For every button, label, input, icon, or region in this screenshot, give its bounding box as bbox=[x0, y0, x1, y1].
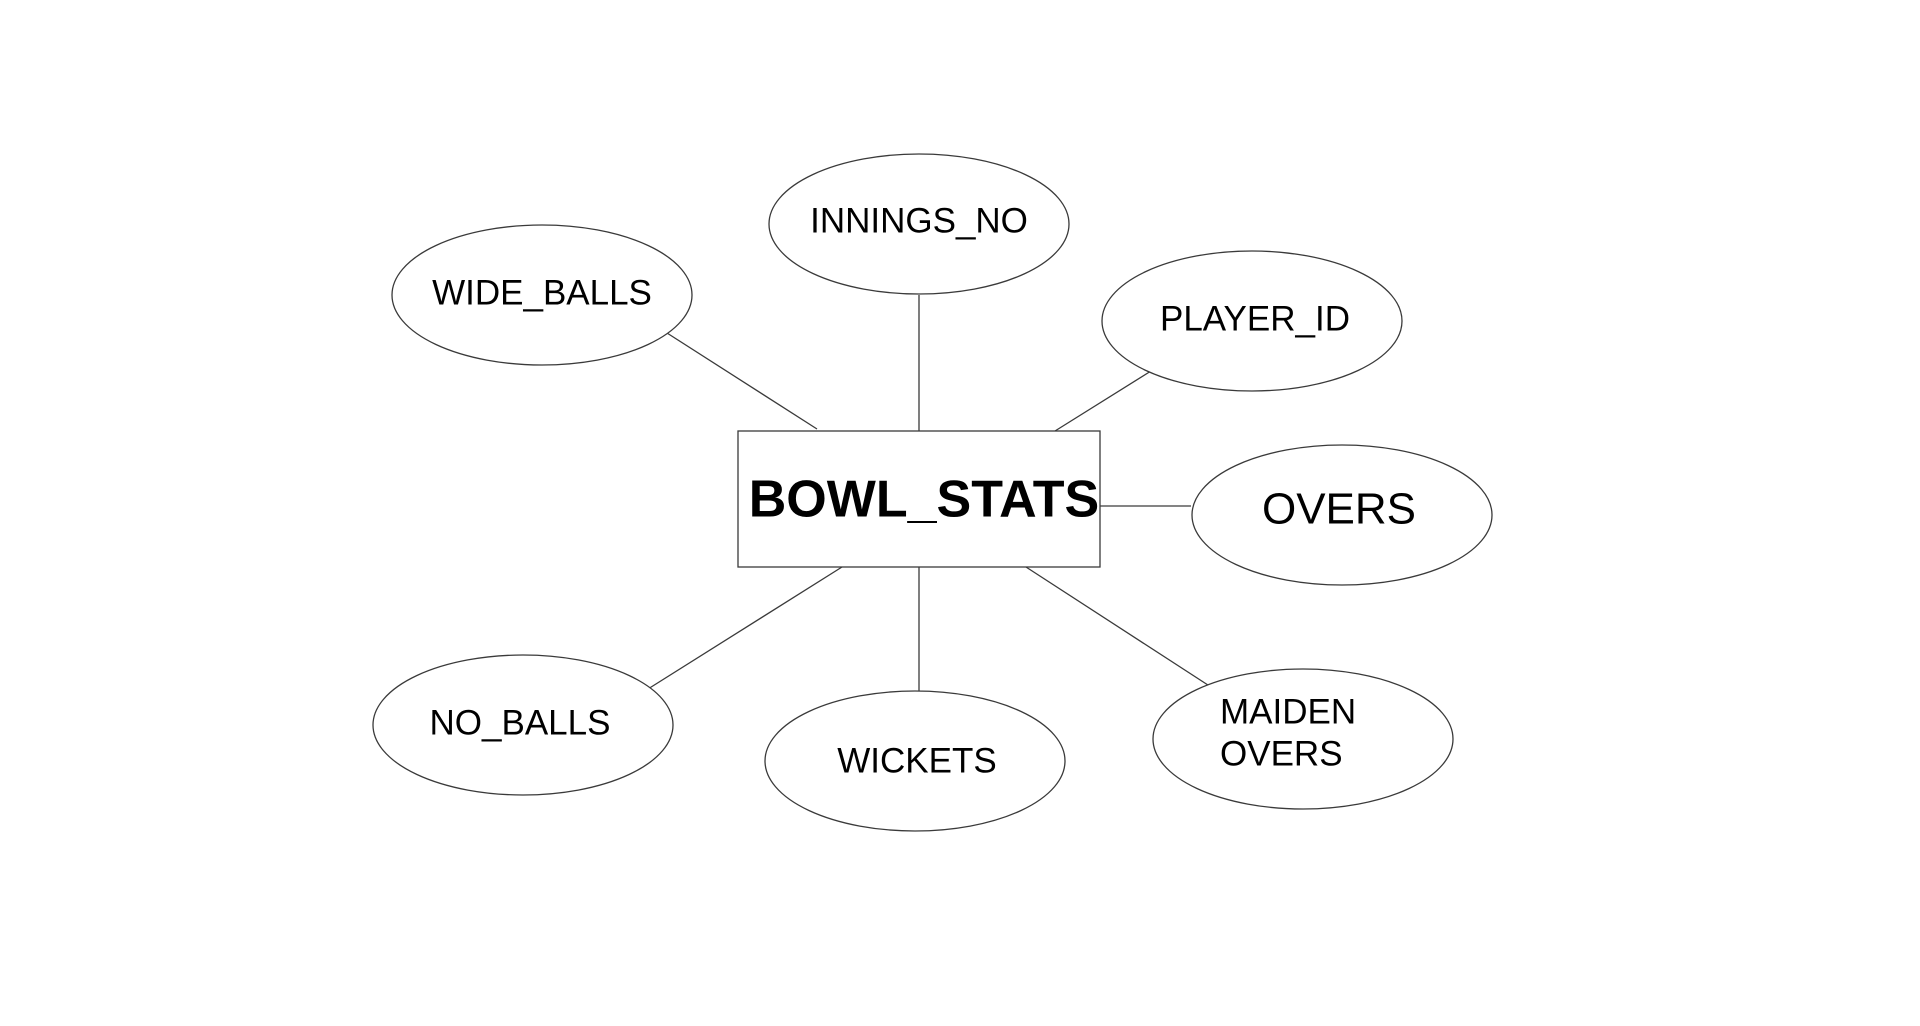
connector-wide-balls bbox=[666, 332, 818, 430]
attribute-label: WIDE_BALLS bbox=[432, 273, 652, 312]
entity-bowl-stats[interactable]: BOWL_STATS bbox=[737, 430, 1101, 568]
connector-no-balls bbox=[647, 566, 843, 690]
attribute-label: INNINGS_NO bbox=[810, 201, 1028, 240]
attribute-wide-balls[interactable]: WIDE_BALLS bbox=[391, 224, 693, 366]
attribute-no-balls[interactable]: NO_BALLS bbox=[372, 654, 674, 796]
attribute-ellipse bbox=[372, 654, 674, 796]
connector-maiden-overs bbox=[1025, 566, 1212, 688]
attribute-label: WICKETS bbox=[837, 741, 996, 780]
attribute-overs[interactable]: OVERS bbox=[1191, 444, 1493, 586]
attribute-ellipse bbox=[1152, 668, 1454, 810]
entity-title: BOWL_STATS bbox=[749, 471, 1100, 529]
attribute-ellipse bbox=[1101, 250, 1403, 392]
attribute-label: OVERS bbox=[1262, 485, 1416, 534]
connectors bbox=[647, 295, 1212, 691]
attribute-ellipse bbox=[764, 690, 1066, 832]
attribute-label: PLAYER_ID bbox=[1160, 299, 1350, 338]
entity-box bbox=[737, 430, 1101, 568]
attribute-innings-no[interactable]: INNINGS_NO bbox=[768, 153, 1070, 295]
attribute-player-id[interactable]: PLAYER_ID bbox=[1101, 250, 1403, 392]
attribute-label: NO_BALLS bbox=[430, 703, 611, 742]
attribute-label-line1: MAIDEN bbox=[1220, 692, 1356, 731]
attribute-ellipse bbox=[391, 224, 693, 366]
attribute-label-line2: OVERS bbox=[1220, 734, 1343, 773]
attribute-ellipse bbox=[1191, 444, 1493, 586]
connector-player-id bbox=[1054, 370, 1152, 432]
attribute-wickets[interactable]: WICKETS bbox=[764, 690, 1066, 832]
attribute-maiden-overs[interactable]: MAIDEN OVERS bbox=[1152, 668, 1454, 810]
attribute-ellipse bbox=[768, 153, 1070, 295]
